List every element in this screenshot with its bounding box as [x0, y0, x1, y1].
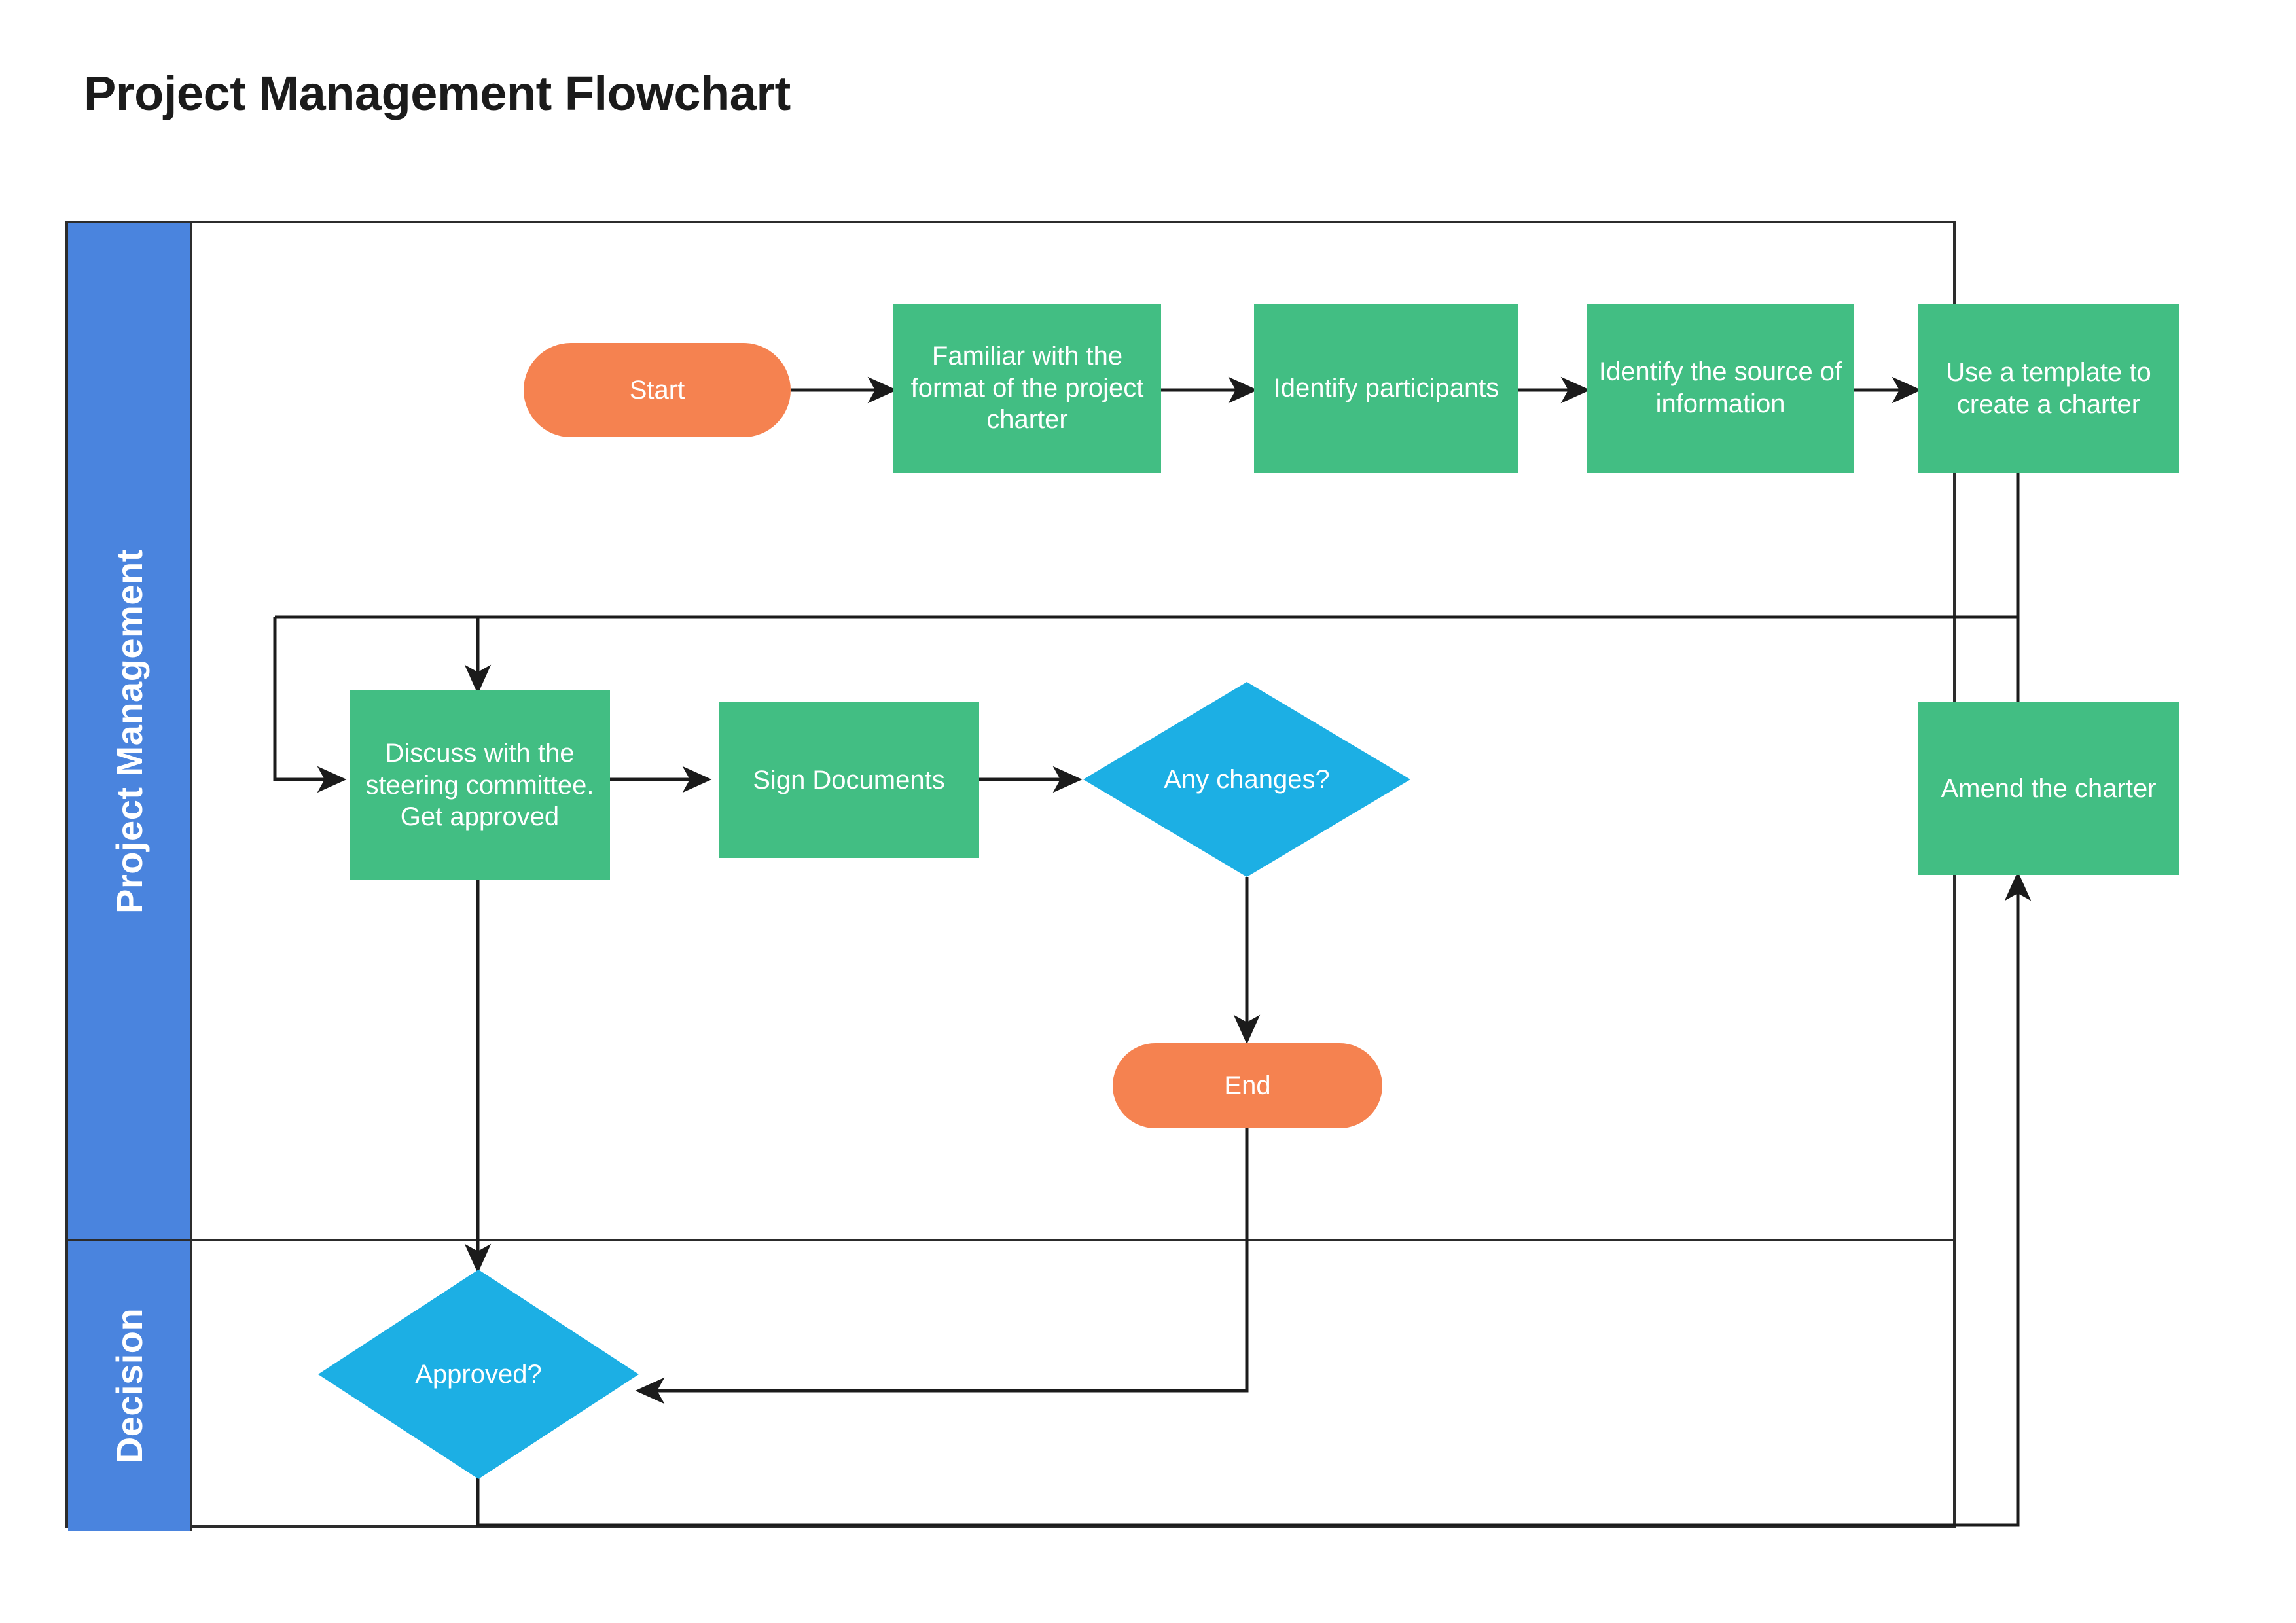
node-start-label: Start — [629, 375, 685, 404]
node-identify-source-label: Identify the source of information — [1598, 357, 1842, 418]
node-end[interactable]: End — [1113, 1043, 1382, 1128]
node-discuss-steering-committee[interactable]: Discuss with the steering committee. Get… — [350, 690, 610, 880]
node-identify-source[interactable]: Identify the source of information — [1587, 304, 1854, 473]
node-approved[interactable]: Approved? — [318, 1270, 639, 1479]
node-identify-participants-label: Identify participants — [1273, 373, 1499, 402]
node-use-template-label: Use a template to create a charter — [1946, 357, 2151, 419]
page-title: Project Management Flowchart — [84, 66, 791, 120]
node-discuss-steering-committee-label: Discuss with the steering committee. Get… — [365, 738, 594, 832]
node-start[interactable]: Start — [524, 343, 791, 437]
node-approved-label: Approved? — [415, 1359, 542, 1389]
node-familiar-format-label: Familiar with the format of the project … — [910, 341, 1144, 435]
node-use-template[interactable]: Use a template to create a charter — [1918, 304, 2179, 473]
node-any-changes-label: Any changes? — [1164, 764, 1330, 794]
node-identify-participants[interactable]: Identify participants — [1254, 304, 1518, 473]
node-amend-charter-label: Amend the charter — [1941, 774, 2157, 803]
lane-label-project-management: Project Management — [109, 548, 151, 914]
lane-label-decision: Decision — [109, 1308, 150, 1464]
node-sign-documents[interactable]: Sign Documents — [719, 702, 979, 858]
lane-decision: Decision — [68, 1241, 1953, 1531]
node-end-label: End — [1224, 1071, 1271, 1100]
node-any-changes[interactable]: Any changes? — [1083, 682, 1410, 877]
node-sign-documents-label: Sign Documents — [753, 765, 945, 794]
node-amend-charter[interactable]: Amend the charter — [1918, 702, 2179, 875]
lane-header-decision: Decision — [68, 1241, 192, 1531]
lane-header-project-management: Project Management — [68, 223, 192, 1239]
node-familiar-format[interactable]: Familiar with the format of the project … — [893, 304, 1161, 473]
